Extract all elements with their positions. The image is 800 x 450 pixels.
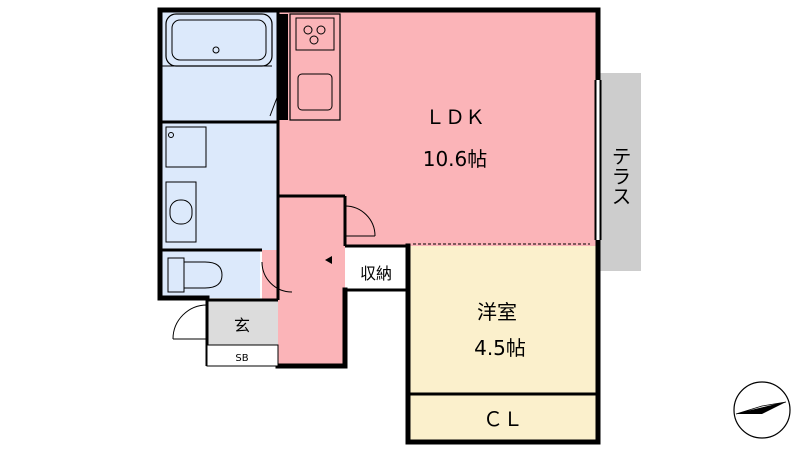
ldk-size: 10.6帖 xyxy=(423,147,488,171)
closet-label: ＣＬ xyxy=(483,407,523,431)
compass-icon xyxy=(733,381,791,439)
ldk-label: ＬＤＫ xyxy=(425,105,485,129)
toilet-icon xyxy=(167,257,185,293)
terrace-label: テラス xyxy=(608,146,632,206)
washbasin-icon xyxy=(165,181,197,243)
sink-icon xyxy=(297,73,333,111)
storage-label: 収納 xyxy=(360,264,392,283)
terrace-area xyxy=(598,73,641,271)
western-room-size: 4.5帖 xyxy=(474,336,526,360)
entrance-label: 玄 xyxy=(234,316,250,335)
toilet-area xyxy=(160,250,260,298)
washing-machine-icon xyxy=(165,126,207,168)
washroom-area xyxy=(160,122,278,250)
stove-icon xyxy=(295,17,335,51)
shoe-box-label: SB xyxy=(235,353,248,364)
western-room-label: 洋室 xyxy=(477,300,517,324)
western-room-area xyxy=(408,246,598,442)
storage-area xyxy=(345,246,408,290)
